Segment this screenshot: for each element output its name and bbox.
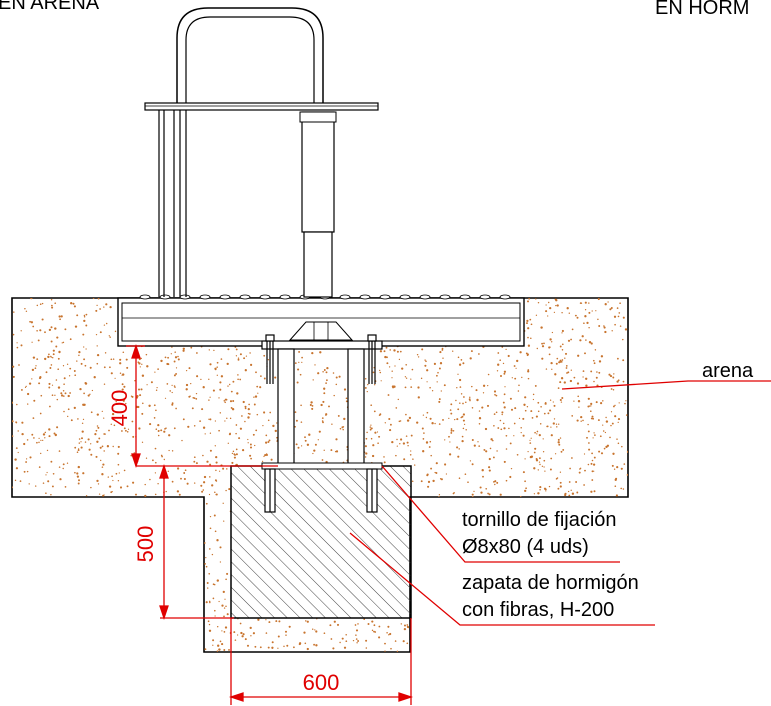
- dimension-500-label: 500: [133, 526, 158, 563]
- left-column: [158, 110, 187, 297]
- label-bolt-line1: tornillo de fijación: [462, 509, 617, 531]
- handle-loop-inner: [185, 16, 315, 108]
- handle-loop: [176, 7, 324, 108]
- label-footing-line1: zapata de hormigón: [462, 572, 639, 594]
- footing-plate: [261, 462, 383, 470]
- dimension-400: [126, 343, 278, 469]
- leader-footing: [349, 532, 655, 626]
- lower-bolt-left: [264, 468, 276, 513]
- anchor-post-right: [347, 348, 365, 467]
- top-plate: [144, 102, 379, 111]
- dimension-500: [159, 463, 234, 621]
- anchor-post-left: [277, 348, 295, 467]
- sand-texture: [12, 298, 628, 652]
- header-right: EN HORM: [655, 0, 749, 19]
- lower-bolt-right: [366, 468, 378, 513]
- right-column-top: [301, 111, 335, 233]
- dimension-400-label: 400: [107, 390, 132, 427]
- header-left: EN ARENA: [0, 0, 100, 14]
- right-column-bottom: [303, 231, 333, 298]
- label-arena: arena: [702, 360, 754, 382]
- label-bolt-line2: Ø8x80 (4 uds): [462, 536, 589, 558]
- leader-arena: [561, 380, 771, 390]
- right-column-collar: [299, 111, 337, 123]
- surface-studs: [139, 294, 511, 300]
- leader-bolt: [381, 465, 620, 563]
- anchor-flange: [261, 340, 383, 350]
- dimension-600: [228, 618, 414, 705]
- upper-bolt-left: [265, 334, 275, 384]
- dimension-600-label: 600: [303, 670, 340, 695]
- upper-bolt-right: [367, 334, 377, 384]
- concrete-footing: [230, 465, 412, 619]
- center-clamp: [288, 321, 354, 341]
- label-footing-line2: con fibras, H-200: [462, 599, 614, 621]
